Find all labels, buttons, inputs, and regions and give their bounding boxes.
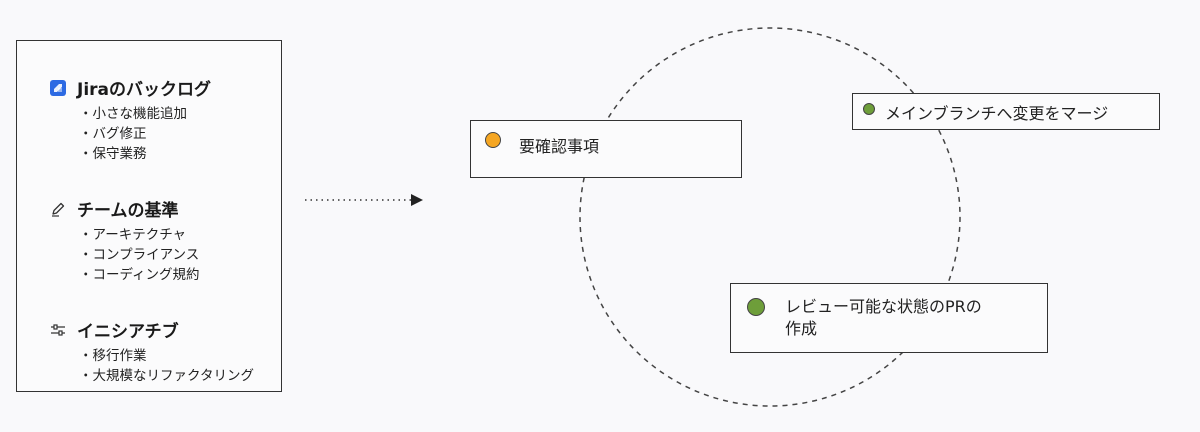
section-jira-backlog: Jiraのバックログ 小さな機能追加 バグ修正 保守業務: [49, 75, 211, 164]
input-sources-panel: Jiraのバックログ 小さな機能追加 バグ修正 保守業務 チームの基準 アーキテ…: [16, 40, 282, 392]
pr-label: レビュー可能な状態のPRの 作成: [785, 296, 982, 340]
list-item: 移行作業: [79, 346, 254, 366]
section-initiatives: イニシアチブ 移行作業 大規模なリファクタリング: [49, 317, 254, 386]
section-title: チームの基準: [77, 201, 179, 221]
list-item: コンプライアンス: [79, 245, 200, 265]
pr-label-line2: 作成: [785, 319, 818, 338]
list-item: バグ修正: [79, 124, 211, 144]
list-item: 保守業務: [79, 144, 211, 164]
requirements-box: 要確認事項: [470, 120, 742, 178]
pr-creation-box: レビュー可能な状態のPRの 作成: [730, 283, 1048, 353]
list-item: 小さな機能追加: [79, 104, 211, 124]
section-title: イニシアチブ: [77, 322, 179, 342]
pencil-icon: [49, 200, 67, 218]
merge-box: メインブランチへ変更をマージ: [852, 93, 1160, 130]
list-item: アーキテクチャ: [79, 225, 200, 245]
list-item: コーディング規約: [79, 265, 200, 285]
requirements-label: 要確認事項: [519, 137, 600, 156]
status-dot-green: [863, 103, 875, 115]
merge-label: メインブランチへ変更をマージ: [885, 104, 1109, 123]
sliders-icon: [49, 321, 67, 339]
flow-arrow: [305, 194, 423, 206]
section-title: Jiraのバックログ: [77, 80, 212, 100]
jira-icon: [49, 79, 67, 97]
section-team-standards: チームの基準 アーキテクチャ コンプライアンス コーディング規約: [49, 196, 200, 285]
pr-label-line1: レビュー可能な状態のPRの: [785, 297, 982, 316]
workflow-cycle-circle: [579, 27, 961, 407]
list-item: 大規模なリファクタリング: [79, 366, 254, 386]
status-dot-orange: [485, 132, 501, 148]
status-dot-green: [747, 298, 765, 316]
